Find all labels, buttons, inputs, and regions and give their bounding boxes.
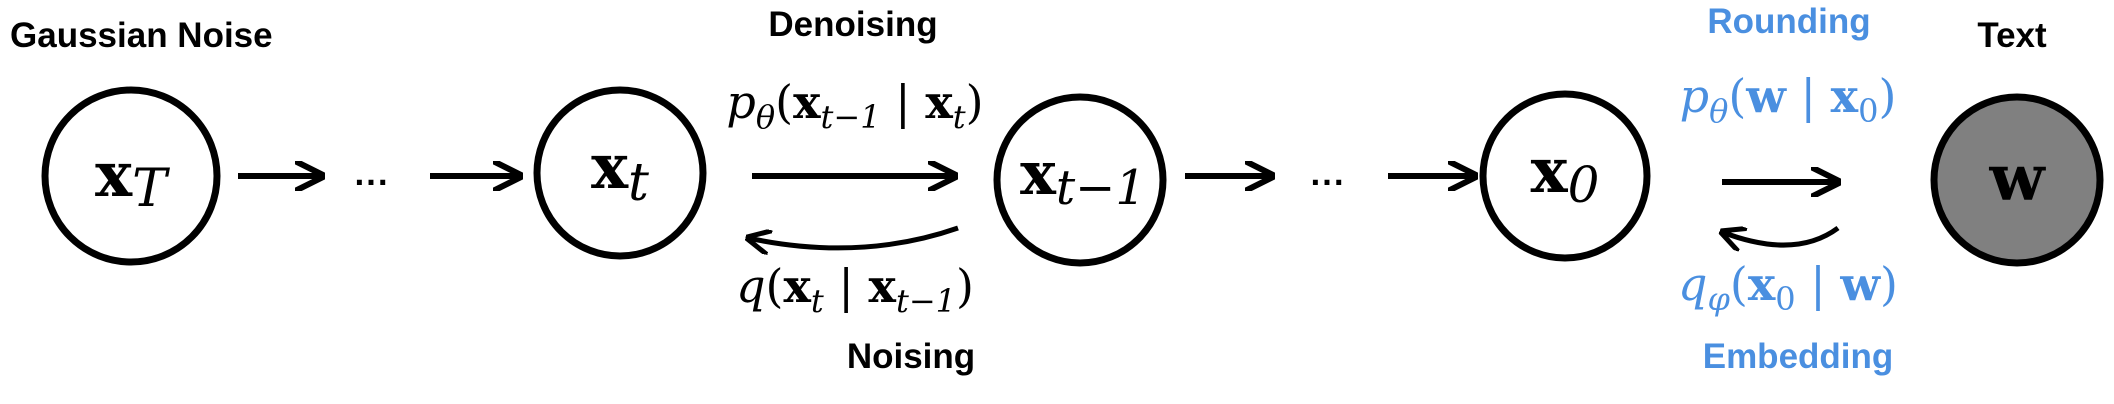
node-xt: xt [533, 86, 707, 260]
node-xt-main: x [591, 130, 629, 203]
ellipsis-left: ··· [355, 163, 390, 202]
rounding-label: Rounding [1707, 2, 1870, 41]
node-xt1-main: x [1020, 139, 1057, 209]
node-xT-main: x [95, 138, 133, 211]
denoising-label: Denoising [768, 5, 937, 44]
noising-arrow [748, 225, 959, 248]
node-x0-sub: 0 [1568, 156, 1600, 214]
embedding-formula: qφ(x0 | w) [1678, 257, 1898, 318]
rounding-formula: pθ(w | x0) [1680, 69, 1897, 130]
node-xT-sub: T [132, 159, 170, 219]
noising-label: Noising [847, 337, 975, 376]
ellipsis-right: ··· [1311, 163, 1346, 202]
gaussian-noise-label: Gaussian Noise [10, 16, 273, 55]
node-xt1-sub: t−1 [1056, 160, 1146, 216]
node-x0-main: x [1531, 134, 1569, 207]
svg-text:x0: x0 [1531, 134, 1600, 214]
svg-text:xt: xt [591, 130, 649, 213]
denoising-formula: pθ(xt−1 | xt) [726, 75, 983, 136]
embedding-arrow [1722, 228, 1840, 245]
svg-text:xT: xT [95, 138, 170, 219]
noising-formula: q(xt | xt−1) [736, 259, 974, 320]
node-w-main: w [1988, 141, 2046, 216]
node-w: w [1930, 93, 2104, 267]
svg-text:xt−1: xt−1 [1020, 139, 1146, 216]
node-x0: x0 [1479, 90, 1651, 262]
node-xt-minus-1: xt−1 [993, 93, 1167, 267]
embedding-label: Embedding [1703, 337, 1894, 376]
text-label: Text [1977, 16, 2047, 55]
node-xT: xT [41, 86, 221, 266]
node-xt-sub: t [628, 153, 649, 213]
